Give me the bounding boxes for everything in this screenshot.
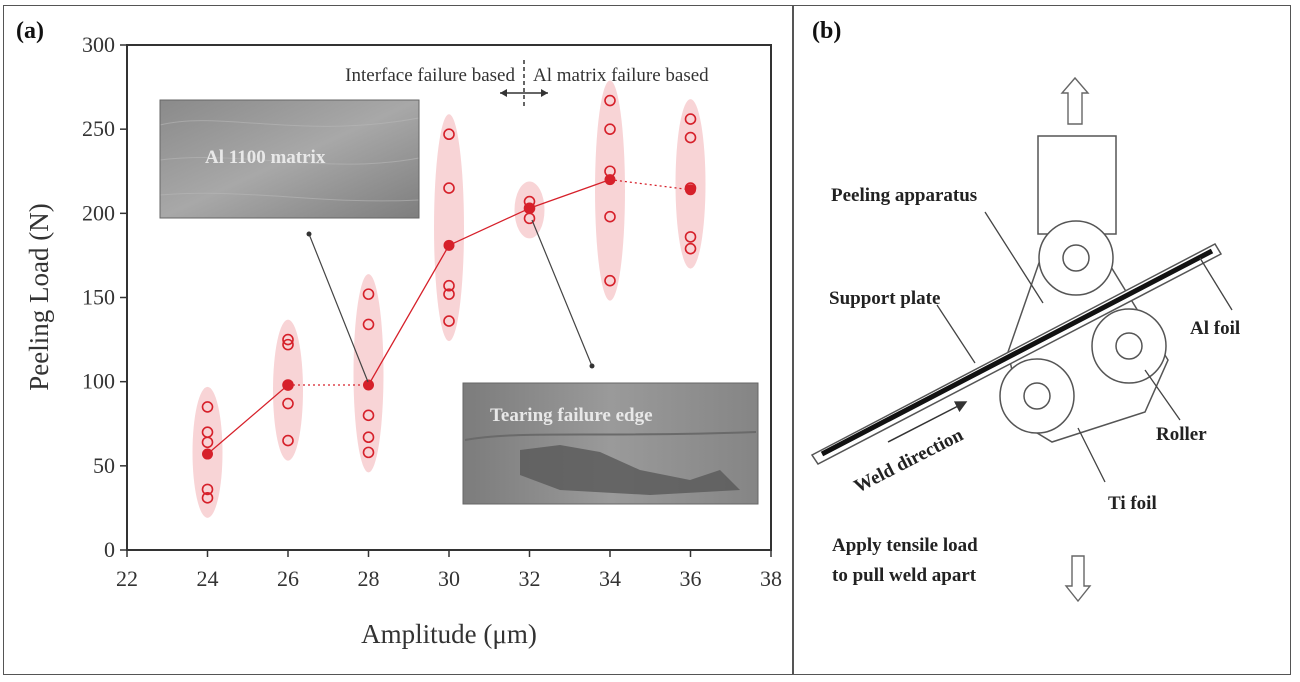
data-point (201, 401, 214, 413)
x-tick-label: 22 (116, 566, 138, 591)
y-tick-label: 250 (82, 116, 115, 141)
data-point (201, 483, 214, 496)
al-matrix-photo: Al 1100 matrix (159, 99, 420, 219)
data-point (684, 131, 697, 144)
x-tick-label: 24 (197, 566, 219, 591)
data-point (282, 338, 294, 351)
data-point (604, 94, 616, 107)
apparatus-grip (1037, 135, 1117, 235)
leader-al-foil (1199, 257, 1233, 311)
tearing-edge-photo: Tearing failure edge (462, 382, 759, 505)
panel-a-label: (a) (16, 18, 44, 44)
data-point (362, 409, 375, 422)
x-tick-label: 30 (438, 566, 460, 591)
data-point (282, 333, 294, 346)
label-apply-load-line2: to pull weld apart (832, 565, 977, 586)
y-tick-label: 100 (82, 369, 115, 394)
x-tick-label: 38 (760, 566, 782, 591)
al-foil-line (820, 248, 1214, 457)
data-point (443, 128, 455, 141)
region-arrow-right-icon (541, 89, 548, 97)
x-axis-title: Amplitude (μm) (361, 619, 537, 649)
label-apply-load-line1: Apply tensile load (832, 535, 978, 556)
weld-direction-arrow (887, 401, 968, 443)
data-point (362, 318, 375, 331)
average-line-segment (448, 207, 530, 246)
leader-dot-bottom (589, 363, 595, 369)
leader-peeling-apparatus (984, 211, 1044, 304)
pull-up-arrow-icon (1060, 76, 1090, 125)
data-points-group (201, 94, 697, 504)
average-point (363, 379, 374, 391)
average-line-segment (207, 384, 289, 455)
data-range-highlight (434, 114, 464, 342)
y-tick-label: 150 (82, 285, 115, 310)
data-range-highlight (595, 80, 625, 301)
leader-ti-foil (1077, 427, 1106, 483)
data-point (604, 274, 616, 287)
interface-failure-annotation: Interface failure based (345, 65, 515, 86)
region-arrow-left-icon (500, 89, 507, 97)
data-point (443, 182, 455, 194)
data-point (362, 446, 375, 459)
y-axis-title: Peeling Load (N) (24, 203, 54, 390)
y-tick-label: 300 (82, 32, 115, 57)
data-range-highlight (353, 274, 384, 473)
axis-ticks: 22 24 26 28 30 32 34 36 38 0 50 100 150 200 250 300 (82, 32, 782, 591)
average-point (604, 174, 616, 186)
data-point (362, 288, 375, 300)
al-matrix-photo-label: Al 1100 matrix (205, 147, 326, 168)
data-point (604, 123, 616, 135)
roller-bottom (999, 358, 1075, 434)
leader-dot-top (306, 231, 312, 237)
data-point (684, 231, 697, 243)
data-point (282, 434, 294, 447)
average-point (443, 239, 455, 251)
al-matrix-failure-annotation: Al matrix failure based (533, 65, 709, 86)
roller-right (1091, 308, 1167, 384)
x-tick-label: 32 (519, 566, 541, 591)
average-point (524, 202, 535, 214)
average-line-segment (529, 179, 611, 209)
data-point (282, 397, 294, 410)
label-al-foil: Al foil (1190, 318, 1240, 339)
y-tick-label: 0 (104, 537, 115, 562)
peeling-test-schematic: Peeling apparatus Support plate Al foil … (810, 76, 1240, 603)
leader-line-top-photo (308, 233, 369, 383)
tearing-edge-photo-label: Tearing failure edge (490, 405, 653, 426)
panel-b-label: (b) (812, 18, 842, 44)
x-tick-label: 26 (277, 566, 299, 591)
label-ti-foil: Ti foil (1108, 493, 1157, 514)
y-tick-label: 50 (93, 453, 115, 478)
data-point (443, 288, 455, 300)
peeling-load-chart: 22 24 26 28 30 32 34 36 38 0 50 100 150 200 250 300 Pee… (24, 32, 782, 649)
data-point (201, 436, 214, 449)
average-line-segment (609, 179, 691, 191)
leader-support-plate (936, 304, 976, 364)
y-tick-label: 200 (82, 200, 115, 225)
leader-roller (1144, 369, 1181, 421)
data-point (443, 315, 455, 327)
average-point (282, 379, 294, 391)
average-line-segment (367, 244, 450, 386)
roller-top (1038, 220, 1114, 296)
leader-line-bottom-photo (531, 219, 593, 367)
label-support-plate: Support plate (829, 288, 940, 309)
x-tick-label: 28 (358, 566, 380, 591)
pull-down-arrow-icon (1064, 555, 1092, 603)
x-tick-label: 36 (680, 566, 702, 591)
data-point (684, 113, 697, 125)
label-peeling-apparatus: Peeling apparatus (831, 185, 977, 206)
label-roller: Roller (1156, 424, 1207, 445)
data-point (684, 242, 697, 255)
data-point (443, 279, 455, 292)
average-point (202, 448, 213, 460)
data-point (362, 431, 375, 444)
x-tick-label: 34 (599, 566, 621, 591)
average-line-group (207, 179, 691, 455)
data-point (201, 492, 214, 504)
average-point (685, 184, 696, 196)
data-point (604, 210, 616, 223)
